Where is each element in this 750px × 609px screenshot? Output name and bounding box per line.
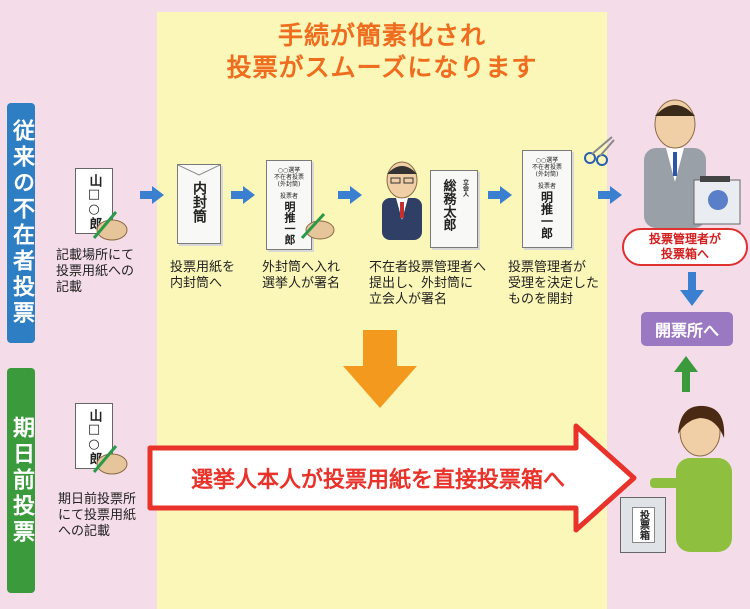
box-caption: 投票管理者が 投票箱へ [648,232,721,261]
flow-arrow-icon [140,186,164,204]
outer-envelope-header: ○○選挙 不在者投票 (外封筒) [273,167,304,188]
opened-envelope: ○○選挙 不在者投票 (外封筒) 投票者 明推一郎 [522,150,572,248]
step2-caption: 投票用紙を 内封筒へ [170,260,236,291]
writing-hand-icon [300,212,335,240]
opened-signer-label: 投票者 [537,183,556,190]
count-station-box: 開票所へ [641,312,733,346]
signer-label: 投票者 [279,193,298,200]
inner-envelope: 内封筒 [177,164,221,244]
manager-person-icon [644,99,741,228]
sidebar-early-label: 期日前投票 [9,415,34,546]
step5-caption: 投票管理者が 受理を決定した ものを開封 [508,260,600,307]
step3-caption: 外封筒へ入れ 選挙人が署名 [262,260,341,291]
voter-person-icon [650,405,732,552]
ballot-box: 投票箱 [620,497,666,553]
opened-envelope-header: ○○選挙 不在者投票 (外封筒) [531,157,562,178]
scissors-icon [584,136,615,166]
step1-caption: 記載場所にて 投票用紙への 記載 [56,248,135,295]
flow-arrow-icon [231,186,255,204]
outer-envelope: ○○選挙 不在者投票 (外封筒) 投票者 明推一郎 [266,160,312,250]
ballot-mark: 山□○郎 [86,174,102,230]
page-title: 手続が簡素化され 投票がスムーズになります [157,20,607,84]
early-caption: 期日前投票所 にて投票用紙 への記載 [58,492,137,539]
outer-envelope-witness: 総務太郎 立会人 [430,170,478,248]
sidebar-conventional: 従来の不在者投票 [7,103,35,343]
up-arrow-icon [674,356,698,392]
direct-vote-arrow [147,423,637,533]
simplified-arrow-icon [343,330,417,408]
down-arrow-icon [680,272,704,306]
sidebar-early-voting: 期日前投票 [7,368,35,593]
opened-voter-name: 明推一郎 [539,191,554,239]
sidebar-conventional-label: 従来の不在者投票 [9,119,34,327]
writing-hand-icon [92,445,128,475]
witness-label: 立会人 [461,179,469,197]
witness-name: 総務太郎 [440,179,456,231]
title-line-2: 投票がスムーズになります [226,53,538,82]
title-line-1: 手続が簡素化され [277,21,486,50]
direct-vote-text: 選挙人本人が投票用紙を直接投票箱へ [190,468,565,493]
ballot-box-label: 投票箱 [637,510,649,540]
flow-arrow-icon [488,186,512,204]
flow-arrow-icon [338,186,362,204]
official-person-icon [382,161,422,240]
inner-envelope-label: 内封筒 [191,181,207,223]
count-label: 開票所へ [654,321,719,340]
flow-arrow-icon [598,186,622,204]
voter-name: 明推一郎 [283,201,296,245]
ballot-box-callout: 投票管理者が 投票箱へ [622,228,748,266]
writing-hand-icon [92,211,128,241]
early-ballot-mark: 山□○郎 [86,409,102,465]
step4-caption: 不在者投票管理者へ 提出し、外封筒に 立会人が署名 [369,260,487,307]
